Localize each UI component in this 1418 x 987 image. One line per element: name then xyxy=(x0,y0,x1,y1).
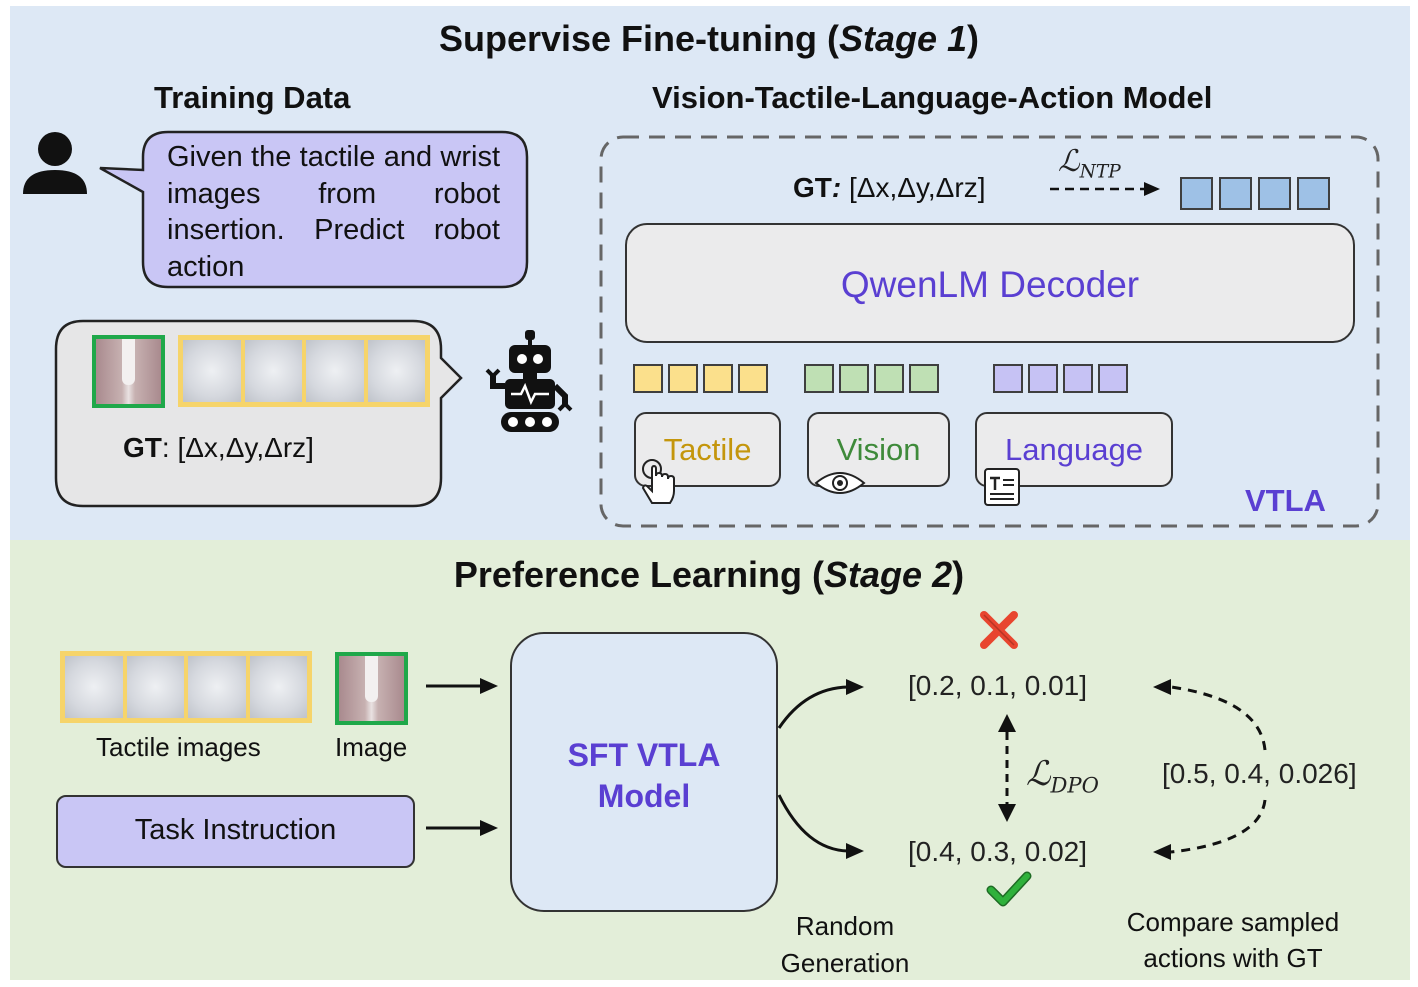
output-token xyxy=(1180,177,1213,210)
language-token xyxy=(1028,364,1058,393)
model-heading: Vision-Tactile-Language-Action Model xyxy=(652,80,1213,115)
text-document-icon xyxy=(984,468,1020,506)
language-encoder-label: Language xyxy=(1005,432,1143,467)
output-tokens xyxy=(1180,177,1330,210)
random-generation-caption: Random Generation xyxy=(740,908,950,982)
stage1-title: Supervise Fine-tuning (Stage 1) xyxy=(438,18,980,59)
random-generation-line2: Generation xyxy=(780,948,910,978)
tactile-token xyxy=(633,364,663,393)
language-token xyxy=(993,364,1023,393)
sft-vtla-model-block xyxy=(510,632,778,912)
compare-line2: actions with GT xyxy=(1143,943,1323,973)
vision-token xyxy=(839,364,869,393)
gt-action: [0.5, 0.4, 0.026] xyxy=(1162,758,1357,789)
eye-icon xyxy=(814,472,866,494)
task-instruction-block xyxy=(56,795,415,868)
decoder-label: QwenLM Decoder xyxy=(840,264,1140,305)
tactile-token xyxy=(703,364,733,393)
stage2-title: Preference Learning (Stage 2) xyxy=(453,554,965,595)
task-instruction-label: Task Instruction xyxy=(134,814,337,846)
sampling-arrows xyxy=(777,679,864,859)
vision-token xyxy=(909,364,939,393)
vtla-model-container xyxy=(599,135,1380,528)
output-token xyxy=(1258,177,1291,210)
sft-model-line2: Model xyxy=(597,778,691,814)
output-token xyxy=(1219,177,1252,210)
rejected-action: [0.2, 0.1, 0.01] xyxy=(908,670,1088,701)
vision-tokens xyxy=(804,364,939,393)
tactile-token xyxy=(738,364,768,393)
image-input-arrow xyxy=(426,678,498,694)
language-token xyxy=(1098,364,1128,393)
tactile-image-strip xyxy=(178,335,430,407)
ntp-loss-label: ℒNTP xyxy=(1058,144,1121,183)
model-gt-label: GT: [Δx,Δy,Δrz] xyxy=(793,172,986,203)
language-tokens xyxy=(993,364,1128,393)
reject-cross-icon xyxy=(980,611,1018,649)
wrist-image xyxy=(92,335,165,408)
qwenlm-decoder-block xyxy=(625,223,1355,343)
dpo-double-arrow xyxy=(998,714,1016,822)
person-icon xyxy=(23,132,87,194)
vision-token xyxy=(804,364,834,393)
training-data-heading: Training Data xyxy=(154,80,351,115)
tactile-images-caption: Tactile images xyxy=(96,732,261,762)
hand-pointer-icon xyxy=(641,459,675,504)
vtla-label: VTLA xyxy=(1245,483,1326,518)
tactile-tokens xyxy=(633,364,768,393)
accept-check-icon xyxy=(986,871,1032,907)
instruction-input-arrow xyxy=(426,820,498,836)
sft-model-line1: SFT VTLA xyxy=(567,737,721,773)
tactile-token xyxy=(668,364,698,393)
vision-token xyxy=(874,364,904,393)
dpo-loss-label: ℒDPO xyxy=(1026,754,1099,798)
tactile-encoder-label: Tactile xyxy=(663,432,752,467)
robot-icon xyxy=(485,330,573,432)
random-generation-line1: Random xyxy=(795,911,895,941)
compare-caption: Compare sampled actions with GT xyxy=(1098,904,1368,976)
compare-arrows xyxy=(1153,679,1267,860)
vision-encoder-label: Vision xyxy=(836,432,921,467)
output-token xyxy=(1297,177,1330,210)
stage2-tactile-strip xyxy=(60,651,312,723)
sft-vtla-model-label: SFT VTLA Model xyxy=(510,735,778,817)
instruction-text: Given the tactile and wrist images from … xyxy=(167,141,500,283)
image-caption: Image xyxy=(335,732,408,762)
stage2-wrist-image xyxy=(335,652,408,725)
language-token xyxy=(1063,364,1093,393)
sample-gt-label: GT: [Δx,Δy,Δrz] xyxy=(123,432,314,463)
instruction-bubble xyxy=(99,130,529,289)
compare-line1: Compare sampled xyxy=(1126,907,1340,937)
ntp-arrow xyxy=(1050,182,1160,196)
chosen-action: [0.4, 0.3, 0.02] xyxy=(908,836,1088,867)
